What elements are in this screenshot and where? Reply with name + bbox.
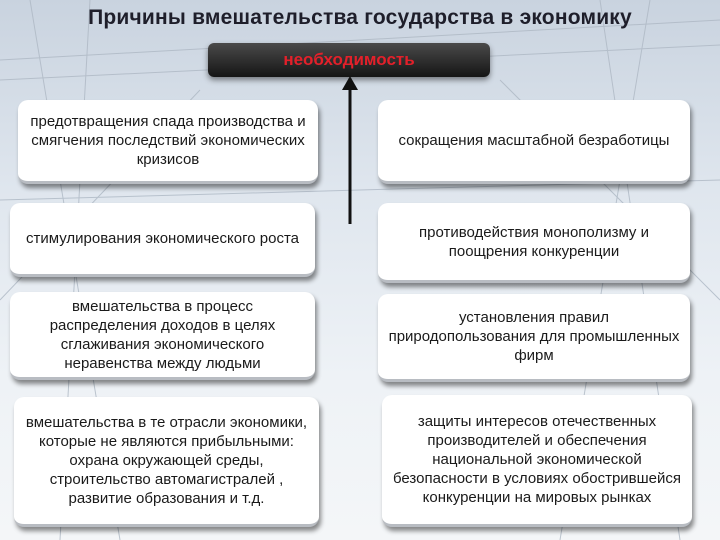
up-arrow-icon <box>342 76 358 224</box>
reason-text: предотвращения спада производства и смяг… <box>30 113 306 168</box>
reason-card: установления правил природопользования д… <box>378 294 690 382</box>
reason-card: вмешательства в процесс распределения до… <box>10 292 315 380</box>
reason-text: вмешательства в процесс распределения до… <box>49 297 276 372</box>
reason-text: вмешательства в те отрасли экономики, ко… <box>25 414 308 507</box>
header-necessity: необходимость <box>208 43 490 77</box>
reason-card: защиты интересов отечественных производи… <box>382 395 692 527</box>
reason-text: защиты интересов отечественных производи… <box>392 413 682 506</box>
reason-text: сокращения масштабной безработицы <box>398 132 670 149</box>
reason-text: установления правил природопользования д… <box>388 309 680 364</box>
reason-text: стимулирования экономического роста <box>26 230 299 247</box>
reason-card: вмешательства в те отрасли экономики, ко… <box>14 397 319 527</box>
reason-card: стимулирования экономического роста <box>10 203 315 277</box>
reason-text: противодействия монополизму и поощрения … <box>419 223 649 260</box>
reason-card: сокращения масштабной безработицы <box>378 100 690 184</box>
page-title: Причины вмешательства государства в экон… <box>88 6 632 29</box>
reason-card: противодействия монополизму и поощрения … <box>378 203 690 283</box>
reason-card: предотвращения спада производства и смяг… <box>18 100 318 184</box>
